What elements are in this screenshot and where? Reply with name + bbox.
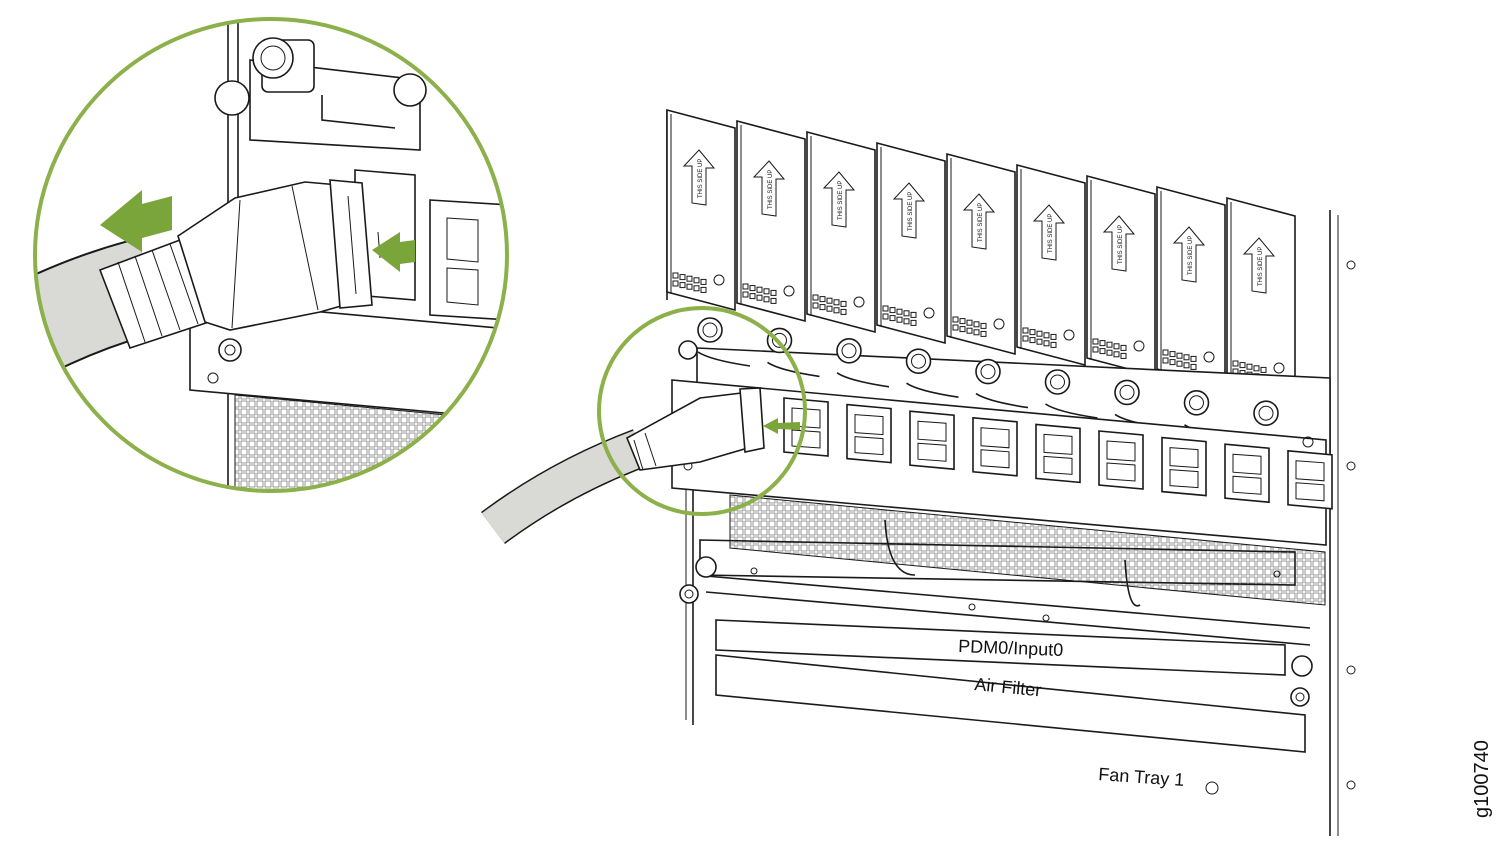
power-outlet[interactable] (972, 416, 1018, 477)
thumbscrew[interactable] (697, 317, 751, 367)
magnified-callout-circle (33, 17, 509, 493)
power-supply-module: THIS SIDE UP (1016, 163, 1086, 367)
detail-callout-circle (597, 306, 807, 516)
up-arrow-icon (682, 149, 716, 206)
up-arrow-icon (962, 193, 996, 250)
chassis: THIS SIDE UP THIS SIDE UP THIS SIDE UP THIS… (666, 108, 1356, 836)
this-side-up-label: THIS SIDE UP (698, 159, 704, 198)
power-supply-module: THIS SIDE UP (946, 152, 1016, 356)
this-side-up-label: THIS SIDE UP (838, 181, 844, 220)
pdm-label: PDM0/Input0 (958, 636, 1064, 660)
power-supply-module: THIS SIDE UP (1156, 185, 1226, 389)
up-arrow-icon (1172, 226, 1206, 283)
thumbscrew[interactable] (836, 337, 890, 388)
power-outlet[interactable] (1161, 436, 1207, 497)
up-arrow-icon (822, 171, 856, 228)
power-outlet[interactable] (909, 410, 955, 471)
this-side-up-label: THIS SIDE UP (908, 192, 914, 231)
release-arrow-icon (100, 190, 172, 252)
power-outlet[interactable] (783, 397, 829, 457)
thumbscrew[interactable] (1044, 369, 1098, 419)
power-supply-module: THIS SIDE UP (806, 130, 876, 334)
figure-id: g100740 (1471, 740, 1493, 818)
this-side-up-label: THIS SIDE UP (978, 203, 984, 242)
power-supply-module: THIS SIDE UP (1226, 196, 1296, 400)
power-outlet[interactable] (1224, 443, 1270, 504)
this-side-up-label: THIS SIDE UP (768, 170, 774, 209)
thumbscrew[interactable] (975, 358, 1029, 409)
power-outlet[interactable] (1287, 449, 1333, 510)
this-side-up-label: THIS SIDE UP (1118, 225, 1124, 264)
up-arrow-icon (1242, 237, 1276, 294)
power-supply-modules: THIS SIDE UP THIS SIDE UP THIS SIDE UP THIS… (666, 108, 1296, 400)
up-arrow-icon (1032, 204, 1066, 261)
main-power-cord (481, 387, 800, 545)
thumbscrew[interactable] (905, 348, 959, 398)
up-arrow-icon (1102, 215, 1136, 272)
power-supply-module: THIS SIDE UP (1086, 174, 1156, 378)
power-supply-module: THIS SIDE UP (876, 141, 946, 345)
power-outlets (783, 397, 1333, 510)
up-arrow-icon (892, 182, 926, 239)
enlarged-detail (33, 17, 509, 493)
power-outlet[interactable] (846, 403, 892, 464)
this-side-up-label: THIS SIDE UP (1258, 247, 1264, 286)
fan-tray-indicator (1205, 781, 1219, 795)
up-arrow-icon (752, 160, 786, 217)
this-side-up-label: THIS SIDE UP (1048, 214, 1054, 253)
power-outlet[interactable] (1035, 423, 1081, 484)
fan-tray-label: Fan Tray 1 (1098, 764, 1185, 790)
power-supply-module: THIS SIDE UP (736, 119, 806, 323)
press-latch-arrow-icon (763, 418, 800, 434)
power-supply-module: THIS SIDE UP (666, 108, 736, 312)
this-side-up-label: THIS SIDE UP (1188, 236, 1194, 275)
press-latch-arrow-icon (372, 232, 415, 272)
power-outlet[interactable] (1098, 430, 1144, 490)
